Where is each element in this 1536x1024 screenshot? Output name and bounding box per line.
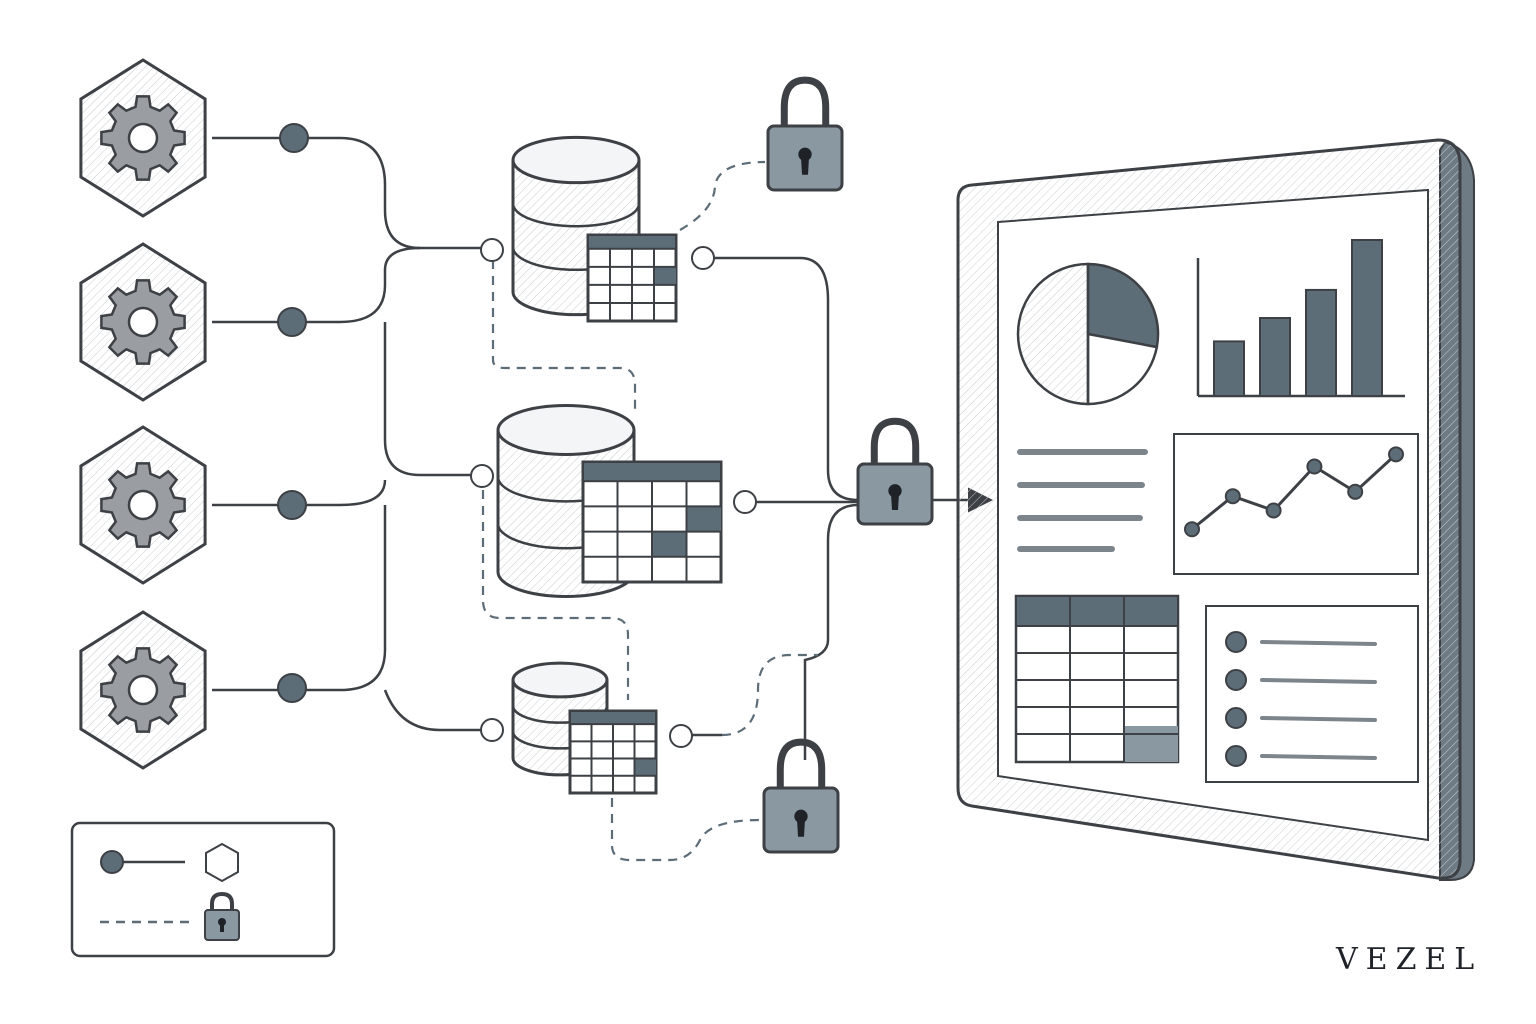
data-store-2[interactable] (496, 404, 723, 598)
data-store-1[interactable] (511, 135, 678, 323)
line-point (1347, 483, 1364, 500)
legend (70, 821, 336, 958)
pie-slice (1086, 332, 1159, 406)
list-bullet (1225, 745, 1247, 767)
list-line (1260, 754, 1377, 760)
solid-connectors (212, 136, 993, 760)
bullet-list-panel (1205, 605, 1419, 783)
data-store-3[interactable] (511, 661, 658, 795)
store-in-port-1[interactable] (480, 238, 504, 262)
table-icon (581, 460, 723, 584)
list-bullet (1225, 707, 1247, 729)
padlock-icon-bottom[interactable] (762, 738, 840, 854)
gear-icon (100, 279, 186, 365)
brand-wordmark: VEZEL (1336, 942, 1483, 977)
source-node-1[interactable] (79, 58, 207, 218)
list-line (1260, 640, 1377, 646)
list-bullet (1225, 631, 1247, 653)
legend-padlock-icon (204, 891, 240, 941)
list-line (1260, 678, 1377, 684)
source-node-2[interactable] (79, 242, 207, 402)
source-port-1[interactable] (279, 123, 309, 153)
security-locks (762, 76, 934, 854)
bar (1259, 317, 1291, 397)
source-node-3[interactable] (79, 425, 207, 585)
table-icon (568, 709, 658, 795)
bar (1213, 340, 1245, 397)
line-series (1191, 453, 1398, 531)
source-port-4[interactable] (277, 673, 307, 703)
dashed-connectors (481, 160, 818, 862)
store-out-port-1[interactable] (691, 246, 715, 270)
bar-chart (1196, 239, 1405, 398)
legend-solid-line (100, 850, 185, 874)
pie-slice (1016, 262, 1090, 406)
bar (1351, 239, 1383, 397)
store-out-port-3[interactable] (669, 724, 693, 748)
data-stores (496, 135, 723, 795)
table-icon (586, 233, 678, 323)
line-point (1388, 446, 1404, 463)
line-chart-panel (1173, 433, 1419, 575)
list-line (1260, 716, 1377, 722)
padlock-icon-gateway[interactable] (856, 417, 934, 526)
junction-dots (277, 123, 757, 748)
source-nodes (79, 58, 207, 770)
data-table-widget (1014, 594, 1180, 764)
line-point (1265, 502, 1282, 519)
line-point (1306, 458, 1323, 475)
store-in-port-3[interactable] (480, 718, 504, 742)
dashboard-tablet (956, 138, 1475, 881)
gear-icon (100, 647, 186, 733)
source-port-2[interactable] (277, 307, 307, 337)
pie-chart (1016, 262, 1160, 406)
text-block (1017, 449, 1148, 552)
store-in-port-2[interactable] (470, 464, 494, 488)
legend-hexagon-icon (205, 842, 239, 883)
gear-icon (100, 95, 186, 181)
source-port-3[interactable] (277, 490, 307, 520)
padlock-icon-top[interactable] (766, 76, 844, 192)
gear-icon (100, 462, 186, 548)
line-point (1224, 488, 1241, 505)
source-node-4[interactable] (79, 610, 207, 770)
pie-slice (1086, 262, 1160, 349)
list-bullet (1225, 669, 1247, 691)
store-out-port-2[interactable] (733, 490, 757, 514)
bar (1305, 288, 1337, 398)
line-point (1184, 521, 1200, 538)
